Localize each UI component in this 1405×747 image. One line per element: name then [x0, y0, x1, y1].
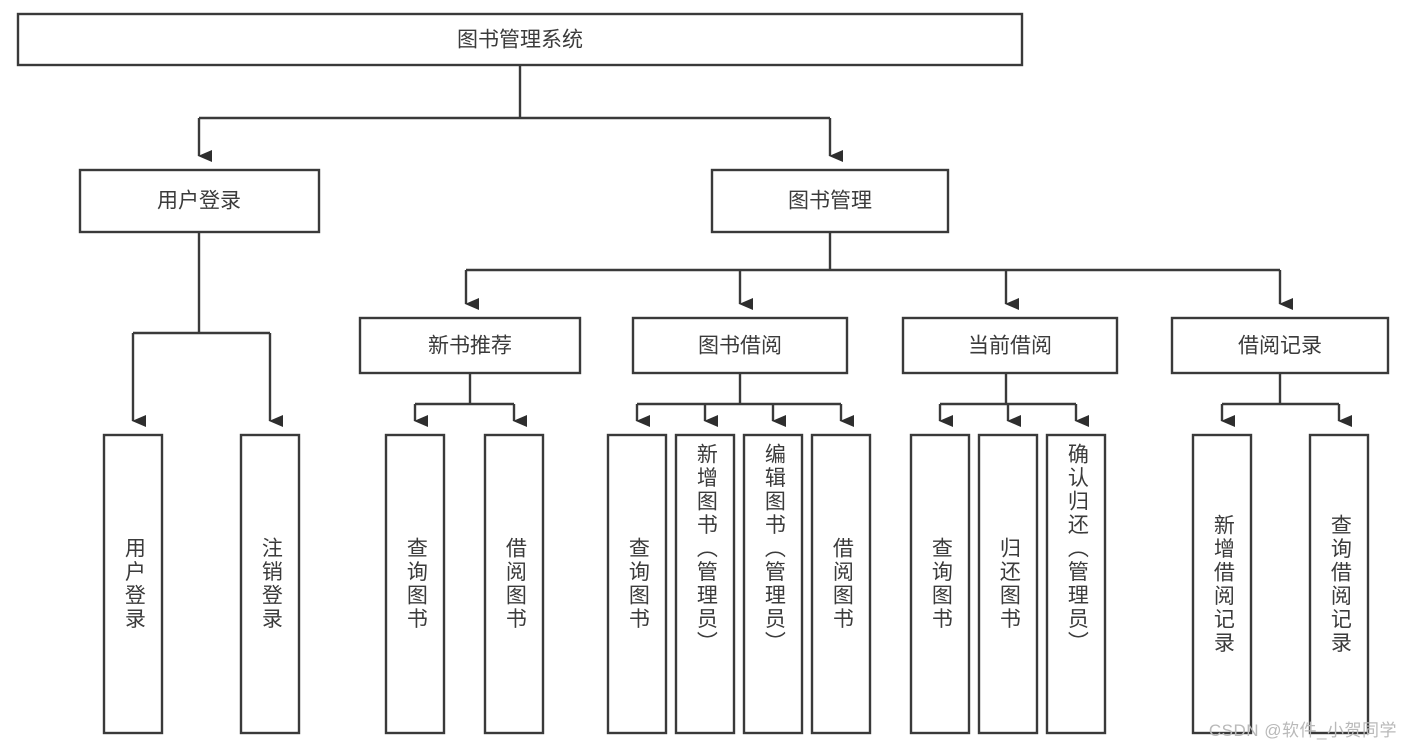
leaf-node-newbook-query[interactable]	[384, 433, 446, 735]
leaf-node-bookborrow-query[interactable]	[606, 433, 668, 735]
node-label-borrow-record: 借阅记录	[1238, 335, 1322, 358]
edge-root-to-level2	[197, 116, 843, 162]
edge-userlogin-to-leaves	[131, 232, 283, 427]
watermark-text: CSDN @软件_小贺同学	[1208, 721, 1397, 740]
node-root-system[interactable]: 图书管理系统	[16, 12, 1024, 67]
node-book-borrow[interactable]: 图书借阅	[631, 316, 849, 375]
leaf-node-bookborrow-add[interactable]	[674, 433, 736, 735]
node-label-current-borrow: 当前借阅	[968, 335, 1052, 358]
edge-bookborrow-to-leaves	[635, 373, 854, 427]
leaf-node-currentborrow-confirm[interactable]	[1045, 433, 1107, 735]
leaf-node-newbook-borrow[interactable]	[483, 433, 545, 735]
node-user-login[interactable]: 用户登录	[78, 168, 321, 234]
edge-newbook-to-leaves	[413, 373, 527, 427]
node-label-book-borrow: 图书借阅	[698, 335, 782, 358]
node-current-borrow[interactable]: 当前借阅	[901, 316, 1119, 375]
edge-bookmgmt-to-level3	[464, 232, 1293, 310]
node-label-new-book-recommend: 新书推荐	[428, 335, 512, 358]
leaf-node-user-login-logout[interactable]	[239, 433, 301, 735]
node-borrow-record[interactable]: 借阅记录	[1170, 316, 1390, 375]
leaf-node-bookborrow-borrow[interactable]	[810, 433, 872, 735]
leaf-node-currentborrow-return[interactable]	[977, 433, 1039, 735]
node-new-book-recommend[interactable]: 新书推荐	[358, 316, 582, 375]
node-label-root: 图书管理系统	[457, 29, 583, 52]
leaf-node-borrowrecord-query[interactable]	[1308, 433, 1370, 735]
leaf-node-borrowrecord-add[interactable]	[1191, 433, 1253, 735]
leaf-node-bookborrow-edit[interactable]	[742, 433, 804, 735]
leaf-node-user-login-login[interactable]	[102, 433, 164, 735]
leaf-node-currentborrow-query[interactable]	[909, 433, 971, 735]
edge-currentborrow-to-leaves	[938, 373, 1089, 427]
node-book-management[interactable]: 图书管理	[710, 168, 950, 234]
edge-borrowrecord-to-leaves	[1220, 373, 1352, 427]
node-label-user-login: 用户登录	[157, 190, 241, 213]
node-label-book-management: 图书管理	[788, 190, 872, 213]
